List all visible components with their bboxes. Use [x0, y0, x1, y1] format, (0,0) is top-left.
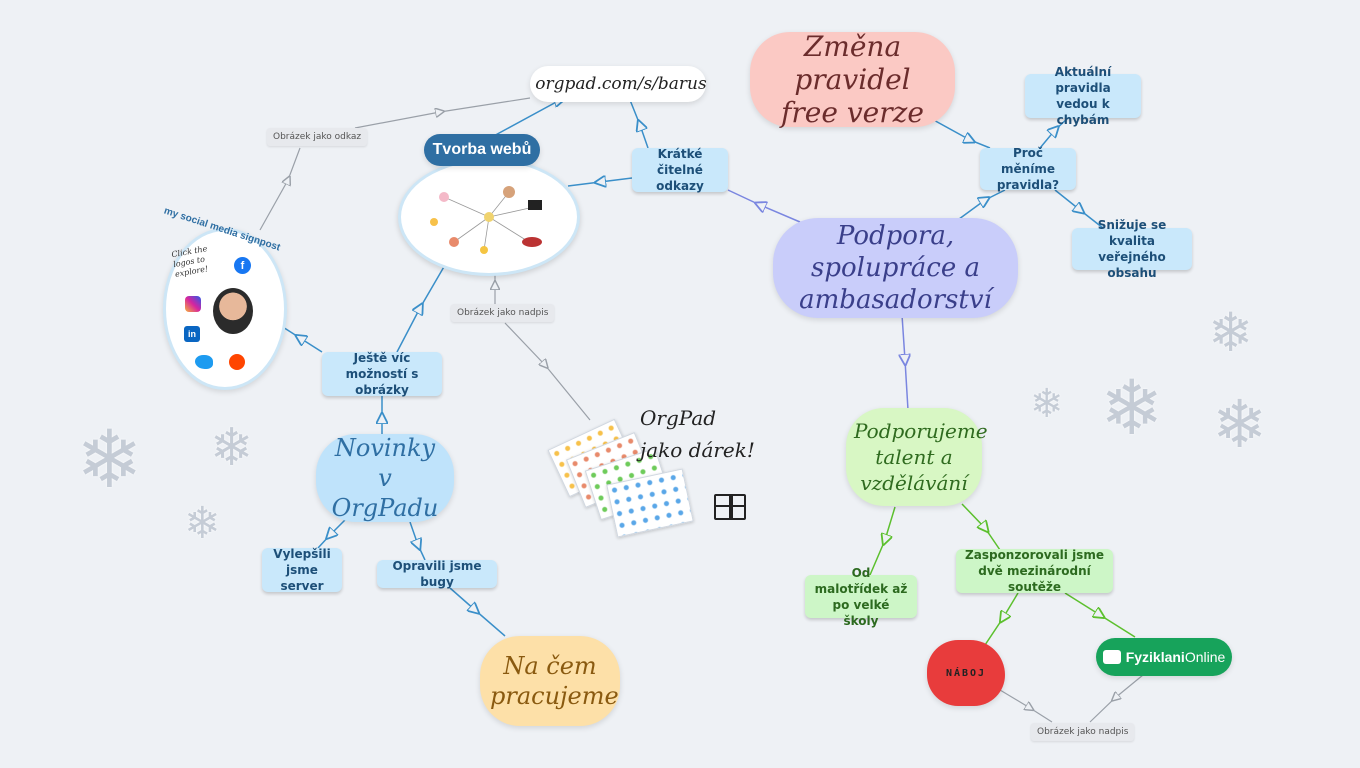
link-novinky-opravili [409, 521, 426, 561]
link-kratke-tvorba [567, 178, 633, 186]
label-obrazek-nadpis-2: Obrázek jako nadpis [1031, 723, 1135, 741]
snowflake-icon: ❄ [1212, 386, 1268, 463]
link-tvorba-url [489, 100, 585, 139]
link-zmena-proc [929, 117, 991, 149]
node-jeste-vic-moznosti[interactable]: Ještě víc možností s obrázky [322, 351, 442, 397]
tvorba-webu-preview[interactable] [398, 158, 580, 276]
naboj-logo[interactable]: NÁBOJ [927, 640, 1005, 706]
snowflake-icon: ❄ [1208, 301, 1254, 364]
node-zmena-pravidel[interactable]: Změna pravidel free verze [750, 30, 955, 129]
link-kratke-url [629, 99, 649, 149]
link-podp-zasp [961, 503, 1001, 551]
link-nadpis-darek [504, 322, 591, 421]
node-vylepsili-server[interactable]: Vylepšili jsme server [262, 547, 342, 593]
label-obrazek-odkaz: Obrázek jako odkaz [267, 128, 368, 146]
instagram-icon[interactable] [185, 296, 201, 312]
snowflake-icon: ❄ [184, 498, 221, 549]
darek-caption: OrgPad jako dárek! [640, 406, 755, 462]
node-malotridek[interactable]: Od malotřídek až po velké školy [805, 566, 917, 628]
link-zasp-naboj [984, 592, 1019, 646]
node-na-cem-pracujeme[interactable]: Na čem pracujeme [480, 636, 620, 726]
link-proc-snizuje [1054, 189, 1104, 229]
link-podpora-podporujeme [902, 314, 908, 411]
reddit-icon[interactable] [229, 354, 245, 370]
link-jeste-tvorba [396, 264, 446, 353]
link-naboj-nadpis [999, 689, 1053, 723]
node-podpora[interactable]: Podpora, spolupráce a ambasadorství [773, 218, 1018, 318]
snowflake-icon: ❄ [1030, 381, 1064, 427]
node-novinky[interactable]: Novinky v OrgPadu [316, 434, 454, 522]
mini-mindmap-image [430, 186, 542, 254]
node-zasponzorovali[interactable]: Zasponzorovali jsme dvě mezinárodní sout… [956, 548, 1113, 594]
orgpad-url-link[interactable]: orgpad.com/s/barus [530, 66, 707, 102]
facebook-icon[interactable]: f [234, 257, 251, 274]
link-novinky-vylepsili [317, 519, 346, 549]
label-obrazek-nadpis-1: Obrázek jako nadpis [451, 304, 555, 322]
node-snizuje-kvalita[interactable]: Snižuje se kvalita veřejného obsahu [1072, 218, 1192, 280]
link-fyzik-nadpis [1089, 674, 1144, 723]
link-podpora-kratke [727, 189, 801, 223]
gift-icon [714, 494, 746, 520]
fyziklani-icon [1102, 650, 1121, 664]
link-social-odkaz [259, 147, 301, 231]
snowflake-icon: ❄ [1100, 363, 1164, 452]
link-opravili-nacem [449, 587, 506, 637]
linkedin-icon[interactable]: in [184, 326, 200, 342]
link-podp-malo [869, 506, 896, 576]
avatar [213, 288, 253, 334]
link-proc-aktualni [1039, 117, 1069, 149]
twitter-icon[interactable] [195, 355, 213, 369]
tvorba-webu-title[interactable]: Tvorba webů [424, 134, 540, 166]
node-kratke-odkazy[interactable]: Krátké čitelné odkazy [632, 147, 728, 193]
node-podporujeme[interactable]: Podporujeme talent a vzdělávání [846, 408, 988, 506]
link-podpora-proc [954, 189, 1006, 223]
node-proc-menime[interactable]: Proč měníme pravidla? [980, 146, 1076, 192]
snowflake-icon: ❄ [76, 413, 144, 506]
node-opravili-bugy[interactable]: Opravili jsme bugy [377, 559, 497, 589]
snowflake-icon: ❄ [210, 418, 254, 478]
link-zasp-fyzik [1064, 592, 1136, 638]
node-aktualni-pravidla[interactable]: Aktuální pravidla vedou k chybám [1025, 65, 1141, 127]
link-odkaz-url [354, 97, 531, 129]
